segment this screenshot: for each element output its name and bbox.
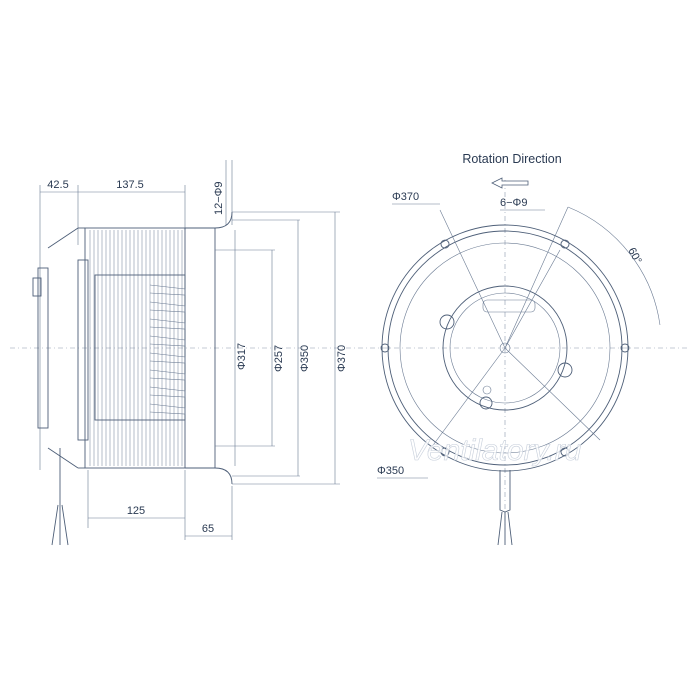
mount-boss-bottom bbox=[479, 396, 493, 410]
angle-arc bbox=[567, 206, 661, 326]
rotation-arrow-icon bbox=[491, 177, 529, 189]
inlet-ring-top bbox=[185, 211, 233, 229]
nameplate bbox=[482, 299, 536, 313]
side-view: 42.5 137.5 12−Φ9 Φ31 bbox=[10, 160, 690, 546]
bolt-circle bbox=[399, 242, 611, 454]
mounting-hole bbox=[380, 343, 390, 353]
motor-rotor bbox=[94, 274, 186, 421]
mount-boss-right bbox=[557, 362, 573, 378]
back-plate bbox=[37, 267, 49, 429]
impeller-blades bbox=[89, 230, 183, 466]
mounting-holes bbox=[380, 239, 630, 457]
dim-12-holes: 12−Φ9 bbox=[213, 181, 225, 215]
motor-face bbox=[449, 292, 561, 404]
front-view: Rotation Direction Φ370 6−Φ9 Φ350 60° bbox=[377, 152, 661, 546]
leader-holes bbox=[504, 206, 569, 349]
dim-137-5: 137.5 bbox=[116, 179, 144, 191]
mounting-hole bbox=[560, 239, 570, 249]
dim-65: 65 bbox=[202, 523, 214, 535]
circle-350 bbox=[387, 230, 623, 466]
mounting-hole bbox=[620, 343, 630, 353]
shaft-center bbox=[499, 342, 511, 354]
leader-350 bbox=[427, 347, 506, 453]
cable bbox=[51, 448, 69, 546]
mounting-hole bbox=[440, 239, 450, 249]
motor-housing bbox=[442, 285, 568, 411]
front-dia-350: Φ350 bbox=[377, 465, 404, 477]
dia-317-label: Φ317 bbox=[236, 343, 248, 370]
watermark: Ventilatory.ru bbox=[408, 434, 582, 467]
dia-370-label: Φ370 bbox=[336, 345, 348, 372]
terminal-box bbox=[32, 277, 42, 297]
front-holes-label: 6−Φ9 bbox=[500, 197, 527, 209]
mounting-hole bbox=[440, 447, 450, 457]
front-dia-370: Φ370 bbox=[392, 191, 419, 203]
dim-125: 125 bbox=[127, 505, 145, 517]
rotor-fins bbox=[149, 284, 186, 415]
mount-boss-left bbox=[439, 314, 455, 330]
rotation-direction-title: Rotation Direction bbox=[462, 152, 561, 166]
mounting-hole bbox=[560, 447, 570, 457]
leader-370 bbox=[439, 209, 506, 349]
mounting-bracket bbox=[77, 259, 89, 441]
dim-42-5: 42.5 bbox=[47, 179, 68, 191]
outer-circle-370 bbox=[381, 224, 629, 472]
dia-257-label: Φ257 bbox=[273, 345, 285, 372]
ground-symbol bbox=[482, 385, 492, 395]
dia-350-label: Φ350 bbox=[299, 345, 311, 372]
